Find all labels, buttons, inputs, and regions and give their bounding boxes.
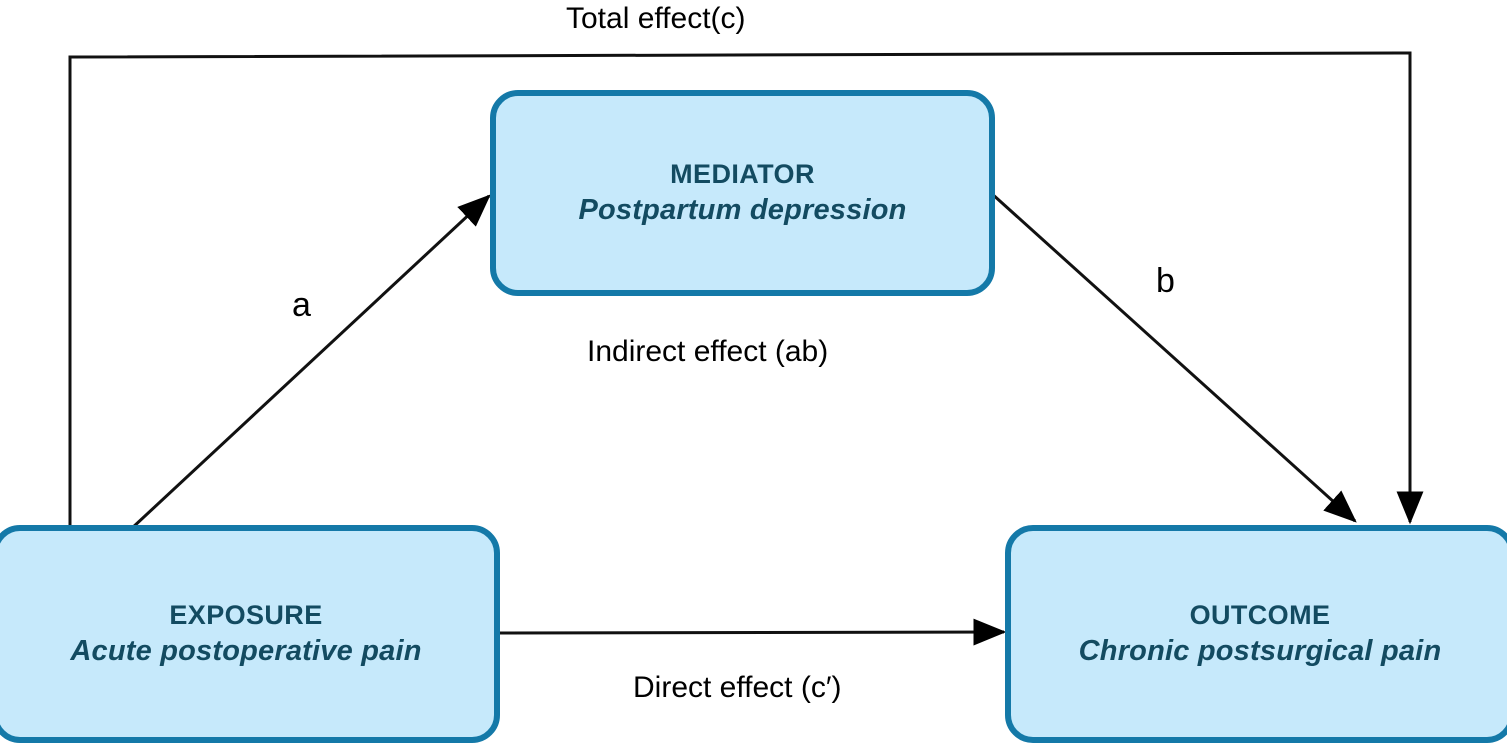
edge-label-path-b: b (1156, 262, 1175, 300)
edge-path-b (989, 191, 1357, 523)
edge-label-direct-effect: Direct effect (c′) (633, 671, 842, 704)
edge-direct-effect (498, 618, 1007, 646)
edge-label-path-a: a (292, 286, 311, 324)
node-mediator-role: MEDIATOR (670, 158, 815, 189)
node-exposure-role: EXPOSURE (169, 599, 323, 630)
node-exposure[interactable]: EXPOSURE Acute postoperative pain (0, 525, 500, 743)
node-outcome[interactable]: OUTCOME Chronic postsurgical pain (1005, 525, 1507, 743)
node-mediator[interactable]: MEDIATOR Postpartum depression (490, 90, 995, 296)
edge-label-indirect-effect: Indirect effect (ab) (587, 335, 829, 368)
node-outcome-role: OUTCOME (1189, 599, 1331, 630)
edge-total-effect (68, 51, 1424, 527)
edge-path-a (129, 194, 491, 531)
edge-label-total-effect: Total effect(c) (566, 2, 746, 35)
node-mediator-name: Postpartum depression (578, 193, 907, 226)
node-outcome-name: Chronic postsurgical pain (1078, 634, 1442, 667)
node-exposure-name: Acute postoperative pain (70, 634, 422, 667)
